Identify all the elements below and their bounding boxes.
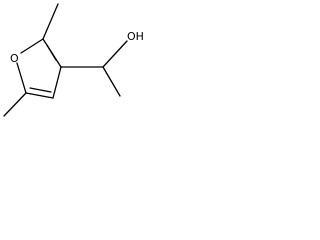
bond-c2-methyl — [42, 3, 59, 40]
bond-ch-oh — [102, 40, 128, 68]
bond-c2-c3-inner — [46, 44, 57, 61]
ring-oxygen-label: O — [10, 52, 19, 65]
hydroxyl-label: OH — [127, 30, 144, 43]
bond-c5-o — [16, 62, 27, 94]
bond-c4-c5 — [25, 92, 54, 99]
bond-ch-methyl — [102, 66, 121, 97]
bond-c3-c4 — [52, 66, 62, 99]
bond-o-c2 — [20, 38, 44, 54]
structure-canvas: O OH — [0, 0, 174, 120]
bond-c5-methyl — [3, 92, 27, 117]
bond-c4-c5-inner — [29, 87, 52, 93]
molecule-structure: O OH — [3, 3, 144, 117]
